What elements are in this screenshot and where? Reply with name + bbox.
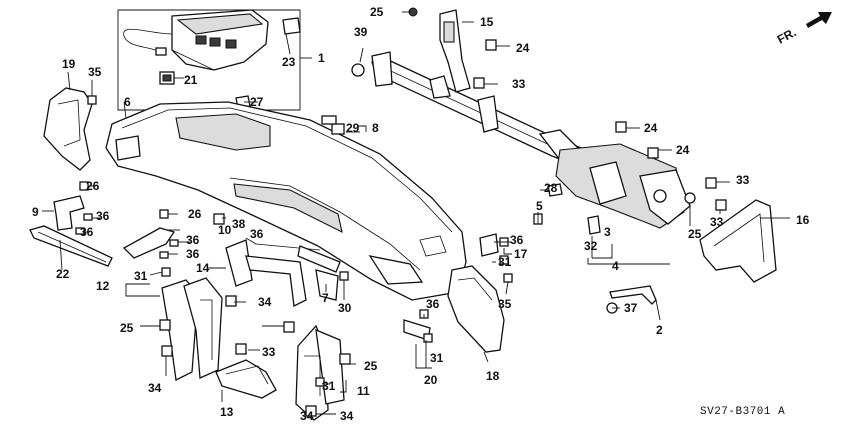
callout-2: 2 — [656, 323, 663, 337]
side-bracket-19 — [43, 87, 93, 171]
callout-36: 36 — [426, 297, 440, 311]
callout-25: 25 — [120, 321, 134, 335]
dashboard-pad — [105, 101, 467, 301]
callout-33: 33 — [710, 215, 724, 229]
callout-16: 16 — [796, 213, 810, 227]
callout-7: 7 — [322, 291, 329, 305]
callout-3: 3 — [604, 225, 611, 239]
callout-36: 36 — [186, 233, 200, 247]
callout-13: 13 — [220, 405, 234, 419]
connector-17 — [479, 233, 499, 257]
callout-27: 27 — [250, 95, 264, 109]
bracket-13 — [215, 359, 277, 399]
leader-lines — [42, 11, 790, 415]
callout-11: 11 — [357, 384, 370, 398]
callout-4: 4 — [612, 259, 619, 273]
airbag-bracket-21 — [159, 71, 175, 85]
callout-31: 31 — [322, 379, 336, 393]
callout-5: 5 — [536, 199, 543, 213]
callout-25: 25 — [364, 359, 378, 373]
callout-29: 29 — [346, 121, 360, 135]
bracket-11 — [295, 324, 345, 421]
callout-6: 6 — [124, 95, 131, 109]
callout-24: 24 — [676, 143, 690, 157]
callout-36: 36 — [510, 233, 524, 247]
callout-36: 36 — [96, 209, 110, 223]
drawing-code: SV27-B3701 A — [700, 406, 785, 418]
callout-24: 24 — [644, 121, 658, 135]
rail-22 — [29, 225, 113, 267]
callout-25: 25 — [688, 227, 702, 241]
callout-31: 31 — [498, 255, 512, 269]
callout-26: 26 — [86, 179, 100, 193]
bracket-14 — [225, 239, 321, 307]
callout-34: 34 — [340, 409, 354, 423]
callouts: 1234567891011121314151617181920212223242… — [32, 5, 810, 423]
steering-hanger-beam — [371, 51, 691, 229]
callout-32: 32 — [584, 239, 598, 253]
callout-33: 33 — [262, 345, 276, 359]
callout-35: 35 — [498, 297, 512, 311]
callout-8: 8 — [372, 121, 379, 135]
callout-34: 34 — [300, 409, 314, 423]
airbag-group-box — [117, 9, 312, 111]
callout-26: 26 — [188, 207, 202, 221]
callout-21: 21 — [184, 73, 198, 87]
front-direction-marker: FR. — [775, 12, 832, 47]
callout-20: 20 — [424, 373, 438, 387]
front-arrow-icon — [806, 12, 832, 28]
callout-25: 25 — [370, 5, 384, 19]
callout-19: 19 — [62, 57, 76, 71]
callout-28: 28 — [544, 181, 558, 195]
callout-34: 34 — [258, 295, 272, 309]
callout-35: 35 — [88, 65, 102, 79]
callout-23: 23 — [282, 55, 296, 69]
airbag-harness — [123, 28, 173, 56]
side-cover-18 — [447, 265, 505, 353]
front-label: FR. — [775, 25, 799, 46]
callout-18: 18 — [486, 369, 500, 383]
callout-38: 38 — [232, 217, 246, 231]
callout-10: 10 — [218, 223, 232, 237]
rod-2 — [609, 285, 657, 305]
callout-12: 12 — [96, 279, 110, 293]
callout-37: 37 — [624, 301, 638, 315]
callout-36: 36 — [80, 225, 94, 239]
bracket-10 — [122, 227, 176, 259]
airbag-module — [171, 9, 269, 71]
callout-36: 36 — [250, 227, 264, 241]
callout-31: 31 — [430, 351, 444, 365]
callout-39: 39 — [354, 25, 368, 39]
callout-17: 17 — [514, 247, 528, 261]
callout-9: 9 — [32, 205, 39, 219]
callout-31: 31 — [134, 269, 148, 283]
bracket-15 — [439, 9, 471, 93]
bracket-12 — [161, 277, 223, 381]
bracket-9 — [53, 195, 85, 231]
callout-22: 22 — [56, 267, 70, 281]
airbag-cover-plate — [282, 17, 301, 35]
callout-24: 24 — [516, 41, 530, 55]
callout-36: 36 — [186, 247, 200, 261]
bracket-16 — [699, 199, 777, 283]
callout-33: 33 — [512, 77, 526, 91]
callout-34: 34 — [148, 381, 162, 395]
callout-33: 33 — [736, 173, 750, 187]
bracket-7 — [297, 245, 341, 301]
callout-14: 14 — [196, 261, 210, 275]
callout-15: 15 — [480, 15, 494, 29]
callout-30: 30 — [338, 301, 352, 315]
fasteners — [75, 7, 727, 417]
callout-1: 1 — [318, 51, 325, 65]
